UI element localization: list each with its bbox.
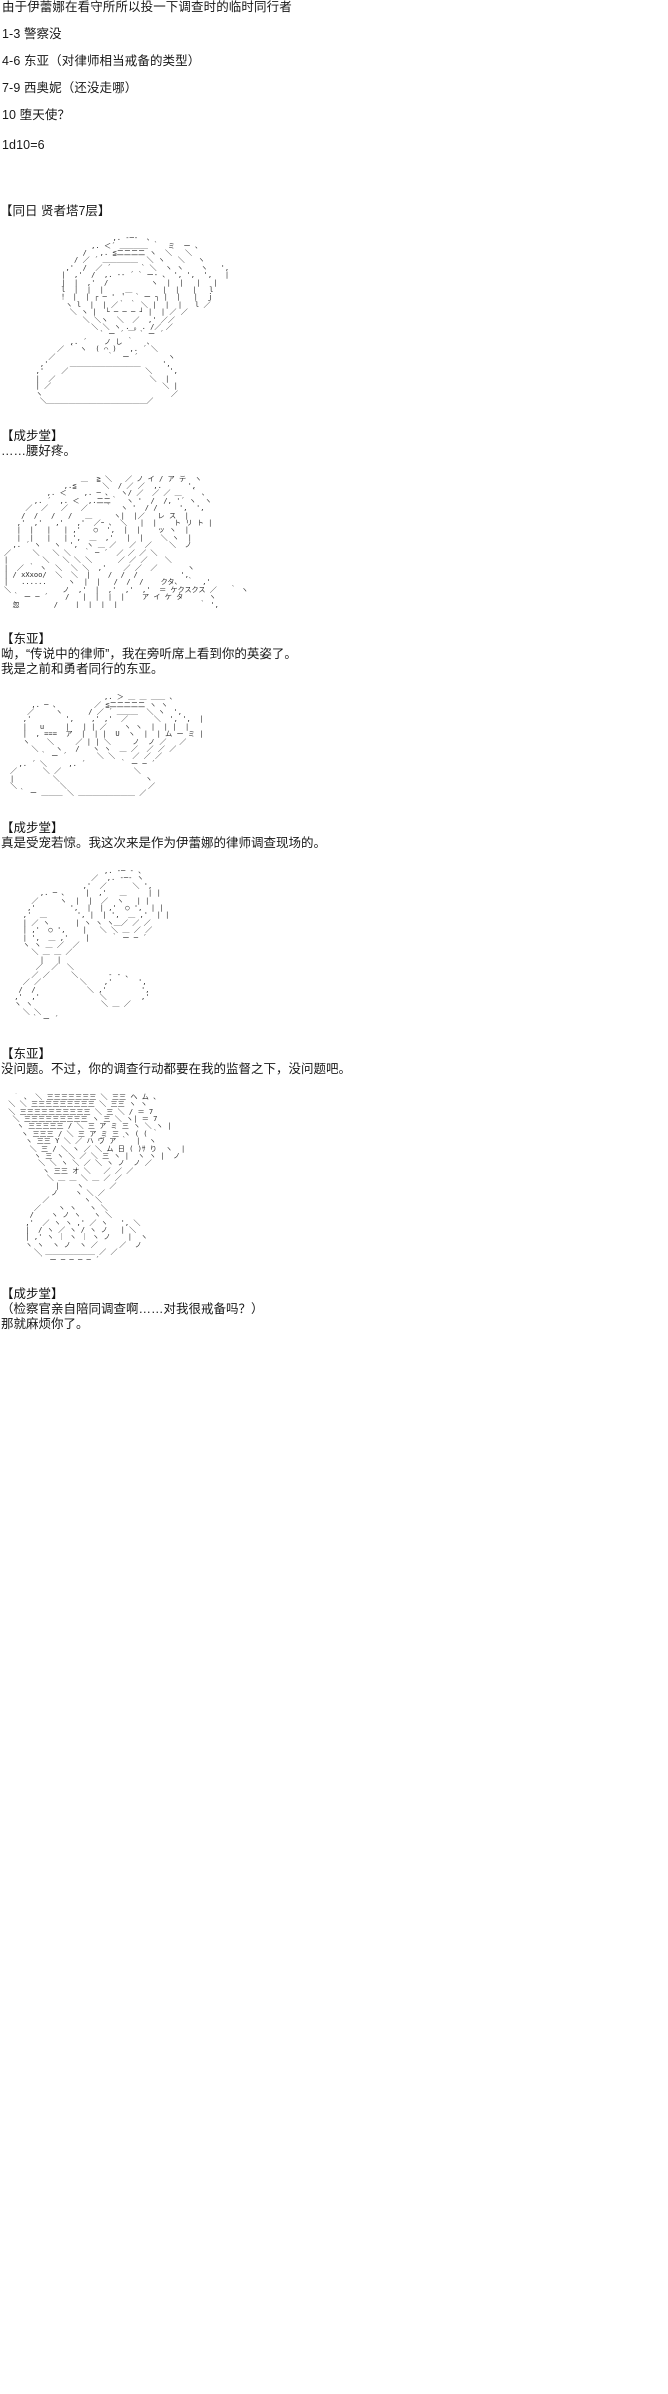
- dialogue-4-speaker: 【东亚】: [1, 1046, 52, 1061]
- aa-art-4: ,. -─ - 、 ／ ,. -─- ヽ ,' ／ ＼ ', ,. ─ 、 | …: [14, 867, 170, 1023]
- intro-section: 由于伊蕾娜在看守所所以投一下调查时的临时同行者 1-3 警察没 4-6 东亚（对…: [0, 0, 668, 152]
- dialogue-5-speaker: 【成步堂】: [1, 1287, 64, 1302]
- aa-art-2: ＿ ≧ ＼ ／ ノ イ / ア テ ヽ ,.≦ ＼ / ／ ／ ,. ', ,.…: [4, 474, 249, 608]
- dialogue-2-speaker: 【东亚】: [1, 632, 52, 647]
- dialogue-3: 【成步堂】 真是受宠若惊。我这次来是作为伊蕾娜的律师调查现场的。: [0, 821, 668, 851]
- dialogue-5-line-1: （检察官亲自陪同调查啊……对我很戒备吗？）: [1, 1302, 264, 1317]
- aa-panel-1: ,. -─- 、 ,. ＜´ ＿＿＿＿ ｀ ミ ー 、 / ,. ≦二二二二 ヽ…: [0, 227, 668, 412]
- intro-option-3: 7-9 西奥妮（还没走哪）: [2, 81, 138, 95]
- dialogue-5-line-2: 那就麻烦你了。: [1, 1317, 89, 1332]
- aa-art-3: ,. ＞ ＿ ＿ ＿＿ 、 ,. ─ 、 ／ ≦二二二二二 ヽ ヽ ／ ヽ / …: [10, 693, 204, 797]
- dialogue-2-line-2: 我是之前和勇者同行的东亚。: [1, 662, 164, 677]
- intro-option-4: 10 堕天使？: [2, 108, 71, 122]
- aa-panel-5: ｀ 、 ＼ 三三三三三三三 ＼ 三三 ヘ ム 、 ＼ ＼ 三三三三三三三三三 ＼…: [0, 1086, 668, 1271]
- dialogue-2-line-1: 呦，“传说中的律师”，我在旁听席上看到你的英姿了。: [1, 647, 297, 662]
- aa-story-page: 由于伊蕾娜在看守所所以投一下调查时的临时同行者 1-3 警察没 4-6 东亚（对…: [0, 0, 668, 1332]
- dialogue-1-line-1: ……腰好疼。: [1, 443, 77, 458]
- aa-panel-2: ＿ ≧ ＼ ／ ノ イ / ア テ ヽ ,.≦ ＼ / ／ ／ ,. ', ,.…: [0, 468, 668, 616]
- aa-panel-3: ,. ＞ ＿ ＿ ＿＿ 、 ,. ─ 、 ／ ≦二二二二二 ヽ ヽ ／ ヽ / …: [0, 686, 668, 804]
- aa-panel-4: ,. -─ - 、 ／ ,. -─- ヽ ,' ／ ＼ ', ,. ─ 、 | …: [0, 860, 668, 1030]
- dice-roll-result: 1d10=6: [2, 138, 45, 152]
- dialogue-1-speaker: 【成步堂】: [1, 428, 64, 443]
- dialogue-3-speaker: 【成步堂】: [1, 820, 64, 835]
- aa-art-5: ｀ 、 ＼ 三三三三三三三 ＼ 三三 ヘ ム 、 ＼ ＼ 三三三三三三三三三 ＼…: [8, 1092, 186, 1264]
- dialogue-4: 【东亚】 没问题。不过，你的调查行动都要在我的监督之下，没问题吧。: [0, 1047, 668, 1077]
- dialogue-4-line-1: 没问题。不过，你的调查行动都要在我的监督之下，没问题吧。: [1, 1061, 352, 1076]
- intro-option-2: 4-6 东亚（对律师相当戒备的类型）: [2, 54, 201, 68]
- intro-option-1: 1-3 警察没: [2, 27, 62, 41]
- dialogue-1: 【成步堂】 ……腰好疼。: [0, 429, 668, 459]
- scene-header: 【同日 贤者塔7层】: [0, 204, 111, 218]
- dialogue-5: 【成步堂】 （检察官亲自陪同调查啊……对我很戒备吗？） 那就麻烦你了。: [0, 1287, 668, 1332]
- intro-prompt: 由于伊蕾娜在看守所所以投一下调查时的临时同行者: [2, 0, 292, 14]
- dialogue-2: 【东亚】 呦，“传说中的律师”，我在旁听席上看到你的英姿了。 我是之前和勇者同行…: [0, 632, 668, 677]
- dialogue-3-line-1: 真是受宠若惊。我这次来是作为伊蕾娜的律师调查现场的。: [1, 835, 327, 850]
- aa-art-1: ,. -─- 、 ,. ＜´ ＿＿＿＿ ｀ ミ ー 、 / ,. ≦二二二二 ヽ…: [35, 234, 230, 405]
